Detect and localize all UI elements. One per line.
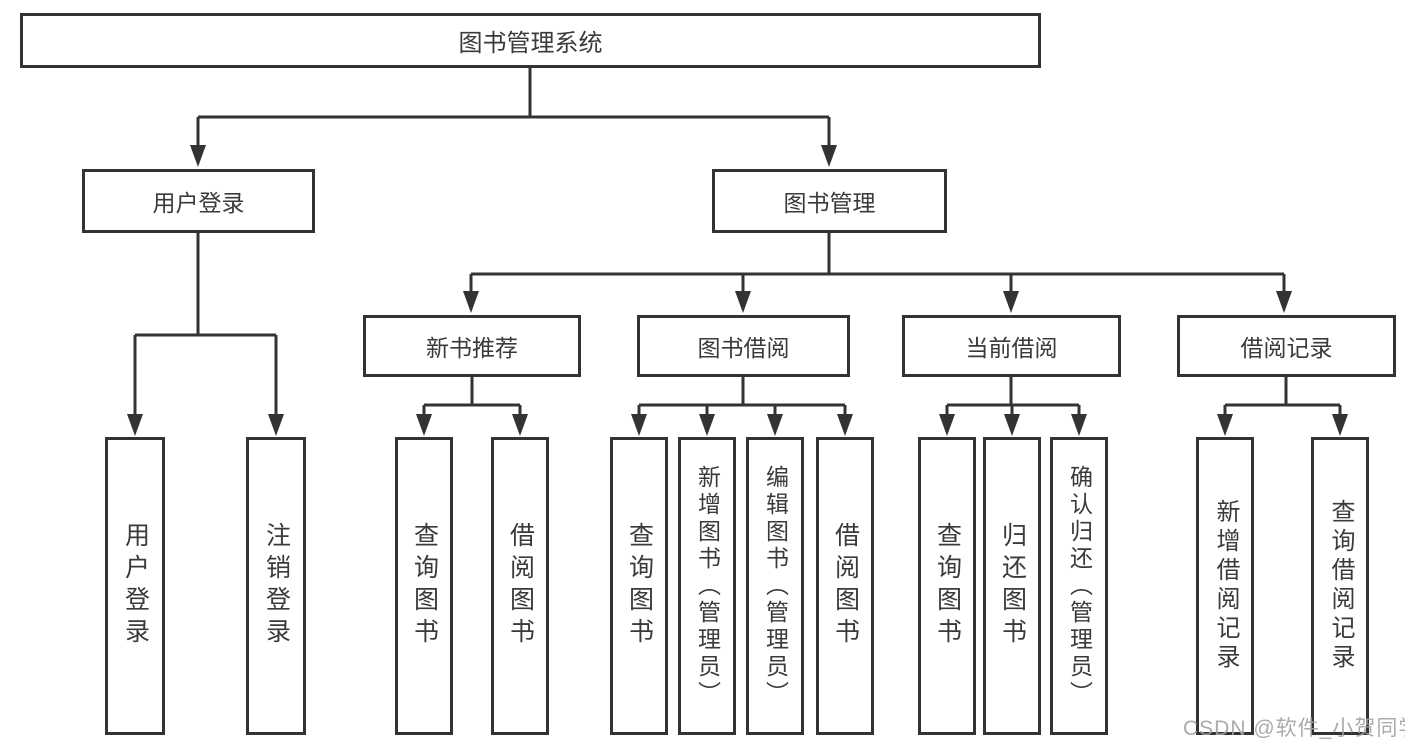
csdn-watermark: CSDN @软件_小贺同学 bbox=[1183, 717, 1405, 740]
leaf-query-book-borrow: 查询图书 bbox=[610, 437, 668, 735]
node-library-management-system: 图书管理系统 bbox=[20, 13, 1041, 68]
node-current-borrowing: 当前借阅 bbox=[902, 315, 1121, 377]
leaf-logout: 注销登录 bbox=[246, 437, 306, 735]
leaf-add-book-admin: 新增图书（管理员） bbox=[678, 437, 736, 735]
node-user-login: 用户登录 bbox=[82, 169, 315, 233]
leaf-query-book-recommend: 查询图书 bbox=[395, 437, 453, 735]
leaf-add-borrow-record: 新增借阅记录 bbox=[1196, 437, 1254, 735]
leaf-confirm-return-admin: 确认归还（管理员） bbox=[1050, 437, 1108, 735]
leaf-borrow-book: 借阅图书 bbox=[816, 437, 874, 735]
node-new-book-recommendation: 新书推荐 bbox=[363, 315, 581, 377]
leaf-return-book: 归还图书 bbox=[983, 437, 1041, 735]
leaf-query-borrow-record: 查询借阅记录 bbox=[1311, 437, 1369, 735]
leaf-user-login: 用户登录 bbox=[105, 437, 165, 735]
node-book-borrowing: 图书借阅 bbox=[637, 315, 850, 377]
leaf-edit-book-admin: 编辑图书（管理员） bbox=[746, 437, 804, 735]
node-borrowing-records: 借阅记录 bbox=[1177, 315, 1396, 377]
node-book-management: 图书管理 bbox=[712, 169, 947, 233]
leaf-borrow-book-recommend: 借阅图书 bbox=[491, 437, 549, 735]
leaf-query-book-current: 查询图书 bbox=[918, 437, 976, 735]
